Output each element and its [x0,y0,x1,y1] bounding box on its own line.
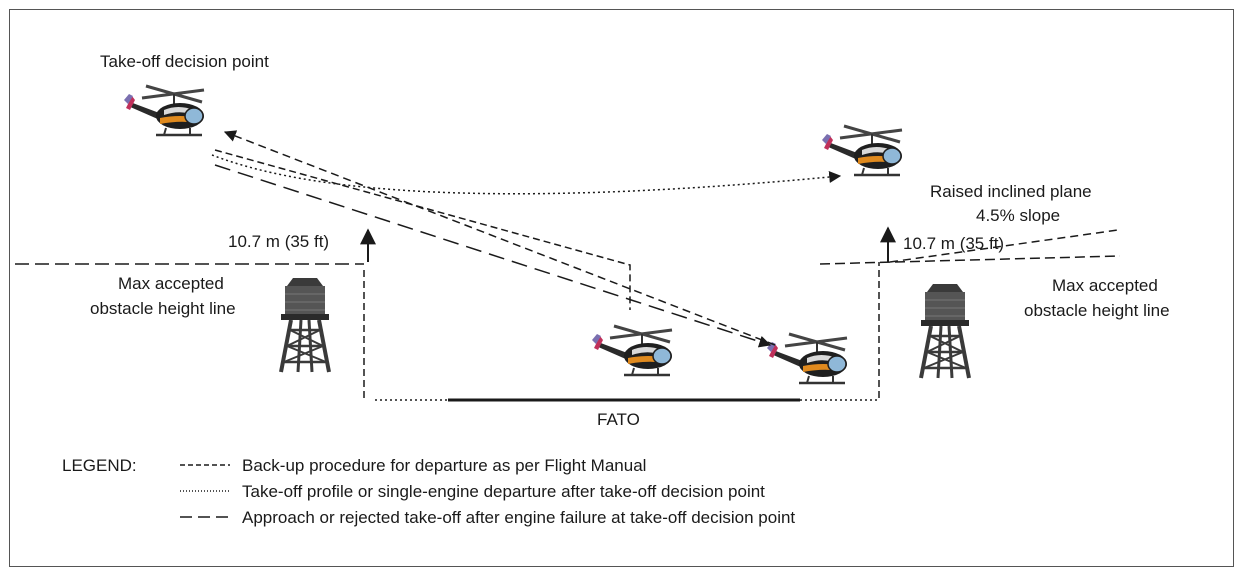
legend-item: Approach or rejected take-off after engi… [242,508,795,527]
legend: LEGEND: Back-up procedure for departure … [62,456,795,527]
height-label-left: 10.7 m (35 ft) [228,232,329,251]
fato-label: FATO [597,410,640,429]
decision-point-label: Take-off decision point [100,52,269,71]
right-obstacle-line [819,255,1121,265]
helicopter-icon-decision-point [122,84,206,137]
helicopter-icon-fato [590,324,674,377]
legend-title: LEGEND: [62,456,137,475]
rejected-takeoff-path [214,164,772,348]
backup-procedure-path [223,130,776,346]
takeoff-profile-path [211,154,842,195]
max-obstacle-label-right-2: obstacle height line [1024,301,1170,320]
backup-descent-path [214,149,631,310]
slope-label: 4.5% slope [976,206,1060,225]
diagram-frame [9,9,1234,567]
max-obstacle-label-left-2: obstacle height line [90,299,236,318]
legend-item: Back-up procedure for departure as per F… [242,456,646,475]
water-tower-icon-left [279,276,331,374]
helicopter-icon-climb [820,124,904,177]
max-obstacle-label-right-1: Max accepted [1052,276,1158,295]
raised-plane-label: Raised inclined plane [930,182,1092,201]
legend-item: Take-off profile or single-engine depart… [242,482,765,501]
max-obstacle-label-left-1: Max accepted [118,274,224,293]
water-tower-icon-right [919,282,971,380]
height-label-right: 10.7 m (35 ft) [903,234,1004,253]
helicopter-icon-fato-end [765,332,849,385]
